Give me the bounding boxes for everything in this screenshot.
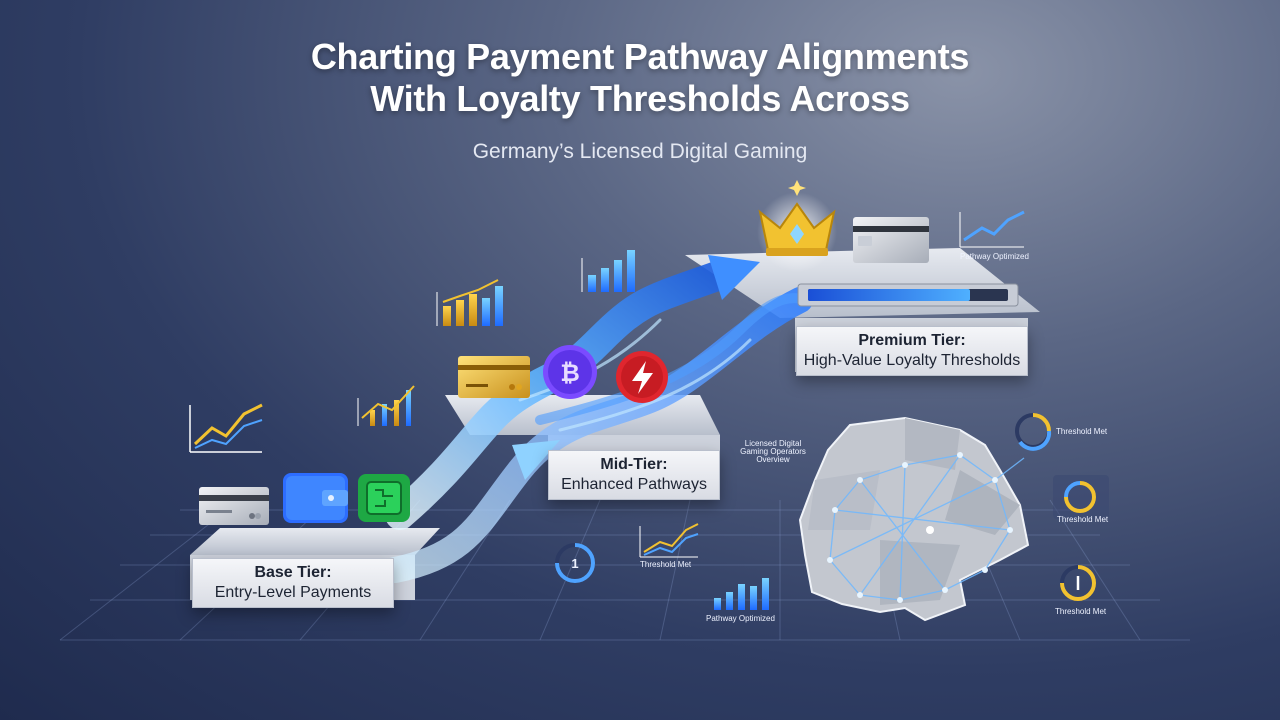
threshold-met-label-top: Threshold Met [1056, 427, 1108, 436]
title-block: Charting Payment Pathway Alignments With… [0, 36, 1280, 164]
base-tier-label: Base Tier: Entry-Level Payments [192, 558, 394, 608]
microchip-icon [358, 474, 410, 522]
gauge-icon [1015, 413, 1052, 451]
svg-text:₿: ₿ [560, 359, 580, 387]
page-subtitle: Germany’s Licensed Digital Gaming [472, 140, 808, 163]
premium-tier-description: High-Value Loyalty Thresholds [803, 352, 1021, 369]
gauge-value: 1 [571, 556, 579, 571]
premium-tier-name: Premium Tier: [858, 332, 966, 349]
trend-chart-icon [959, 210, 1025, 248]
gold-card-icon [458, 356, 530, 398]
gauge-icon [555, 543, 595, 583]
threshold-met-label-mid: Threshold Met [1057, 515, 1109, 524]
page-title-line2: With Loyalty Thresholds Across [370, 78, 910, 119]
bitcoin-icon: ₿ [543, 345, 597, 399]
silver-card-icon [853, 217, 929, 263]
gauge-icon [1060, 565, 1096, 601]
pathway-optimized-label: Pathway Optimized [706, 614, 775, 623]
map-caption: Licensed Digital Gaming Operators Overvi… [740, 439, 806, 464]
mid-tier-label: Mid-Tier: Enhanced Pathways [548, 450, 720, 500]
base-tier-name: Base Tier: [254, 564, 332, 581]
trend-chart-icon [639, 523, 699, 558]
lightning-icon [616, 351, 668, 403]
crown-icon [757, 180, 837, 272]
bar-chart-icon [581, 250, 635, 292]
premium-tier-label: Premium Tier: High-Value Loyalty Thresho… [796, 326, 1028, 376]
pathway-optimized-label-premium: Pathway Optimized [960, 252, 1029, 261]
loyalty-progress-bar [797, 283, 1019, 307]
trend-chart-icon [189, 403, 263, 453]
wallet-icon [283, 473, 348, 523]
base-tier-description: Entry-Level Payments [214, 584, 372, 601]
mid-tier-description: Enhanced Pathways [561, 476, 707, 493]
germany-map-icon [798, 416, 1030, 622]
bar-chart-icon [714, 578, 769, 610]
threshold-met-label: Threshold Met [640, 560, 692, 569]
page-title-line1: Charting Payment Pathway Alignments [310, 36, 970, 77]
mid-tier-name: Mid-Tier: [600, 456, 668, 473]
gauge-icon [1053, 475, 1109, 519]
bar-chart-icon [436, 279, 503, 326]
arrow-head-upper [708, 255, 760, 300]
trend-chart-icon [357, 385, 415, 426]
threshold-met-label-bottom: Threshold Met [1055, 607, 1107, 616]
credit-card-icon [199, 487, 269, 525]
